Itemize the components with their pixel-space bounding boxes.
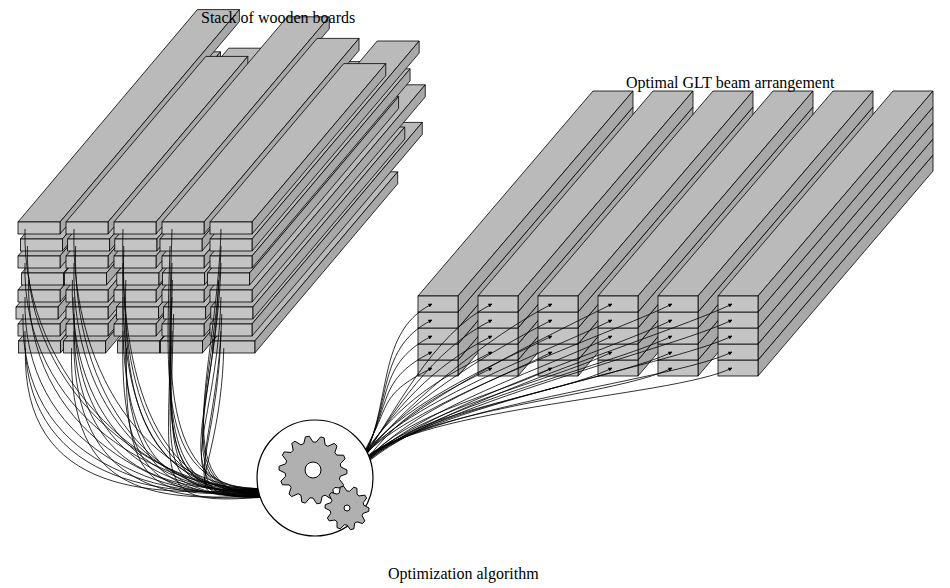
assignment-arrow <box>355 304 492 472</box>
lamella-front <box>658 344 698 360</box>
board-top <box>210 41 419 239</box>
assignment-curve <box>125 314 279 495</box>
board-front <box>18 222 60 234</box>
assignment-curve <box>72 280 280 493</box>
assignment-curve <box>74 229 276 489</box>
assignment-curve <box>25 297 278 495</box>
assignment-curve <box>124 246 276 493</box>
lamella-front <box>478 312 518 328</box>
assignment-curve <box>170 229 278 491</box>
assignment-arrow <box>355 368 672 470</box>
board-front <box>210 256 252 268</box>
assignment-arrow <box>355 304 432 474</box>
board-top <box>210 64 386 222</box>
gear <box>325 486 369 529</box>
board-front <box>162 222 204 234</box>
assignment-curve <box>74 297 279 491</box>
lamella-front <box>658 296 698 312</box>
lamella-front <box>718 312 758 328</box>
lamella-front <box>418 328 458 344</box>
lamella-front <box>418 296 458 312</box>
lamella-front <box>718 344 758 360</box>
board-side <box>252 64 386 234</box>
board-front <box>66 256 108 268</box>
stack-title: Stack of wooden boards <box>201 10 355 26</box>
board-front <box>115 239 157 251</box>
board-front <box>64 341 106 353</box>
gear-hole <box>344 505 350 511</box>
algorithm-circle <box>257 420 373 536</box>
lamella-front <box>598 360 638 376</box>
algorithm-title: Optimization algorithm <box>388 566 539 582</box>
lamella-front <box>658 360 698 376</box>
board-front <box>160 341 202 353</box>
lamella-front <box>538 296 578 312</box>
beam-title: Optimal GLT beam arrangement <box>626 75 834 91</box>
lamella-front <box>598 296 638 312</box>
lamella-front <box>598 328 638 344</box>
assignment-curve <box>25 229 275 493</box>
board-front <box>162 256 204 268</box>
gear-hole <box>305 462 321 478</box>
assignment-arrow <box>355 352 732 470</box>
board-front <box>208 273 250 285</box>
lamella-side <box>758 107 933 328</box>
lamella-front <box>718 360 758 376</box>
board-front <box>64 273 106 285</box>
board-front <box>18 290 60 302</box>
assignment-curve <box>25 348 275 492</box>
assignment-arrow <box>355 320 732 474</box>
board-front <box>160 239 202 251</box>
assignment-curve <box>74 263 281 495</box>
lamella-front <box>418 312 458 328</box>
lamella-front <box>718 328 758 344</box>
board-front <box>114 290 156 302</box>
assignment-arrow <box>355 304 672 466</box>
assignment-curves <box>23 229 732 499</box>
lamella-side <box>758 91 933 312</box>
gear-symbol <box>257 420 373 536</box>
assignment-arrow <box>355 352 552 476</box>
board-front <box>18 256 60 268</box>
board-front <box>66 307 108 319</box>
board-front <box>210 222 252 234</box>
assignment-arrow <box>355 304 732 476</box>
assignment-arrow <box>355 320 672 476</box>
assignment-curve <box>29 280 279 497</box>
board-front <box>114 324 156 336</box>
lamella-top <box>718 91 933 296</box>
board-front <box>20 239 62 251</box>
assignment-curve <box>123 297 280 497</box>
board-front <box>114 222 156 234</box>
glt-beams <box>418 91 933 376</box>
lamella-front <box>718 296 758 312</box>
assignment-arrow <box>355 368 732 468</box>
board-front <box>114 256 156 268</box>
lamella-front <box>478 296 518 312</box>
board-front <box>210 239 252 251</box>
assignment-arrow <box>355 352 672 472</box>
assignment-curve <box>27 246 281 491</box>
assignment-curve <box>168 246 277 489</box>
lamella-front <box>538 328 578 344</box>
assignment-arrow <box>355 336 612 476</box>
assignment-curve <box>123 229 277 495</box>
board-front <box>213 341 255 353</box>
assignment-curve <box>123 263 275 491</box>
lamella-front <box>538 312 578 328</box>
assignment-curve <box>126 280 281 489</box>
assignment-curve <box>23 314 277 493</box>
board-front <box>66 222 108 234</box>
lamella-front <box>598 312 638 328</box>
assignment-arrow <box>355 336 732 472</box>
